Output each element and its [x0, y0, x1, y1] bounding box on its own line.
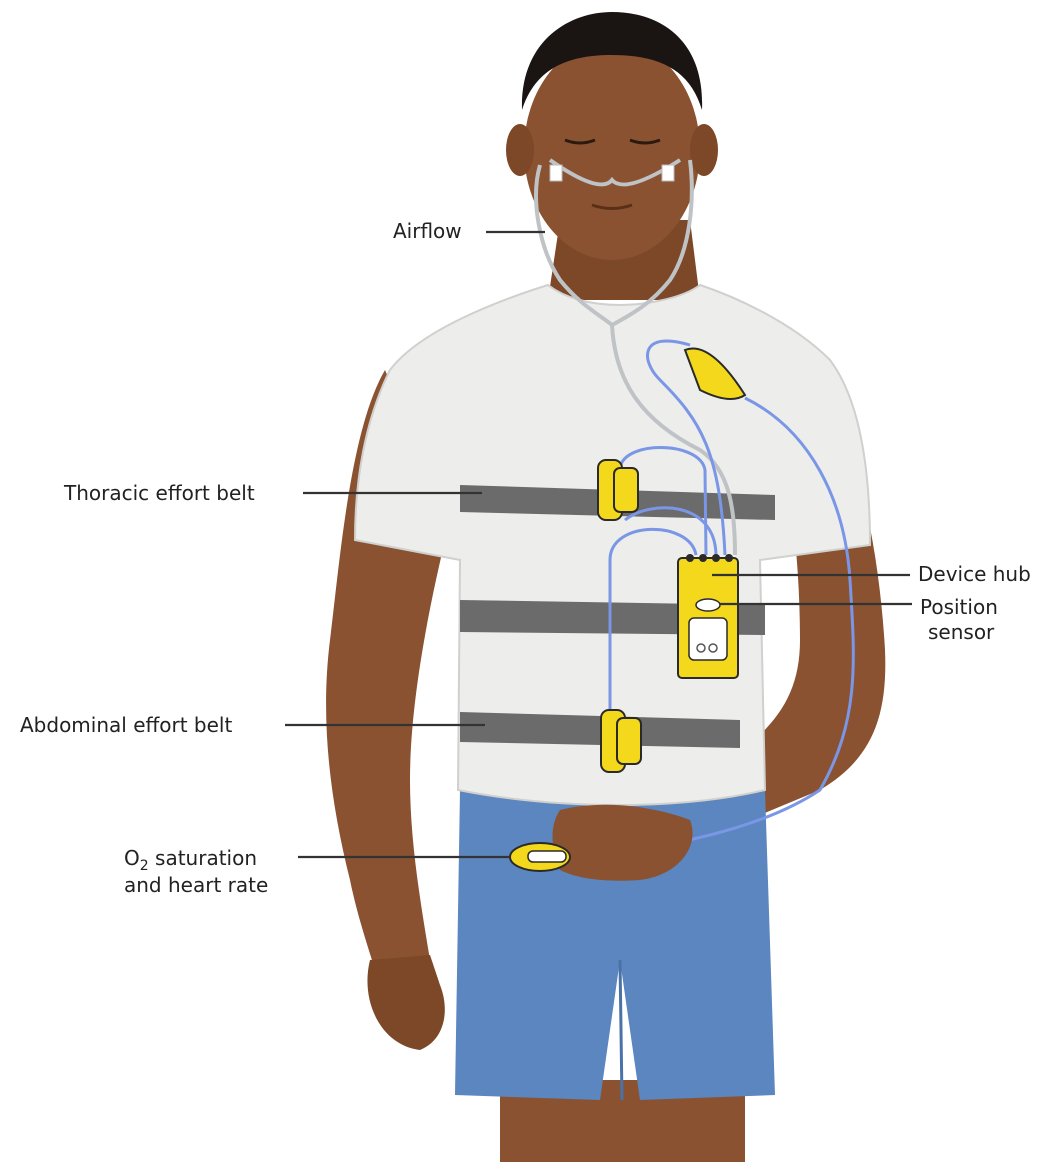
finger-clip	[510, 843, 570, 871]
position-label-line2: sensor	[928, 620, 994, 644]
o2-line1-rest: saturation	[149, 846, 257, 870]
o2-label-line2: and heart rate	[124, 873, 268, 897]
airflow-label: Airflow	[393, 219, 462, 243]
position-label-line1: Position	[920, 595, 998, 619]
left-hand	[367, 955, 444, 1050]
thoracic-sensor	[598, 460, 638, 520]
position-sensor	[696, 599, 720, 611]
device-hub	[678, 554, 738, 678]
o2-prefix: O	[124, 846, 140, 870]
device-hub-label: Device hub	[918, 562, 1031, 586]
abdominal-label: Abdominal effort belt	[20, 713, 232, 737]
abdominal-sensor	[601, 710, 641, 772]
head	[524, 40, 700, 260]
o2-subscript: 2	[140, 858, 149, 874]
thoracic-label: Thoracic effort belt	[64, 481, 255, 505]
